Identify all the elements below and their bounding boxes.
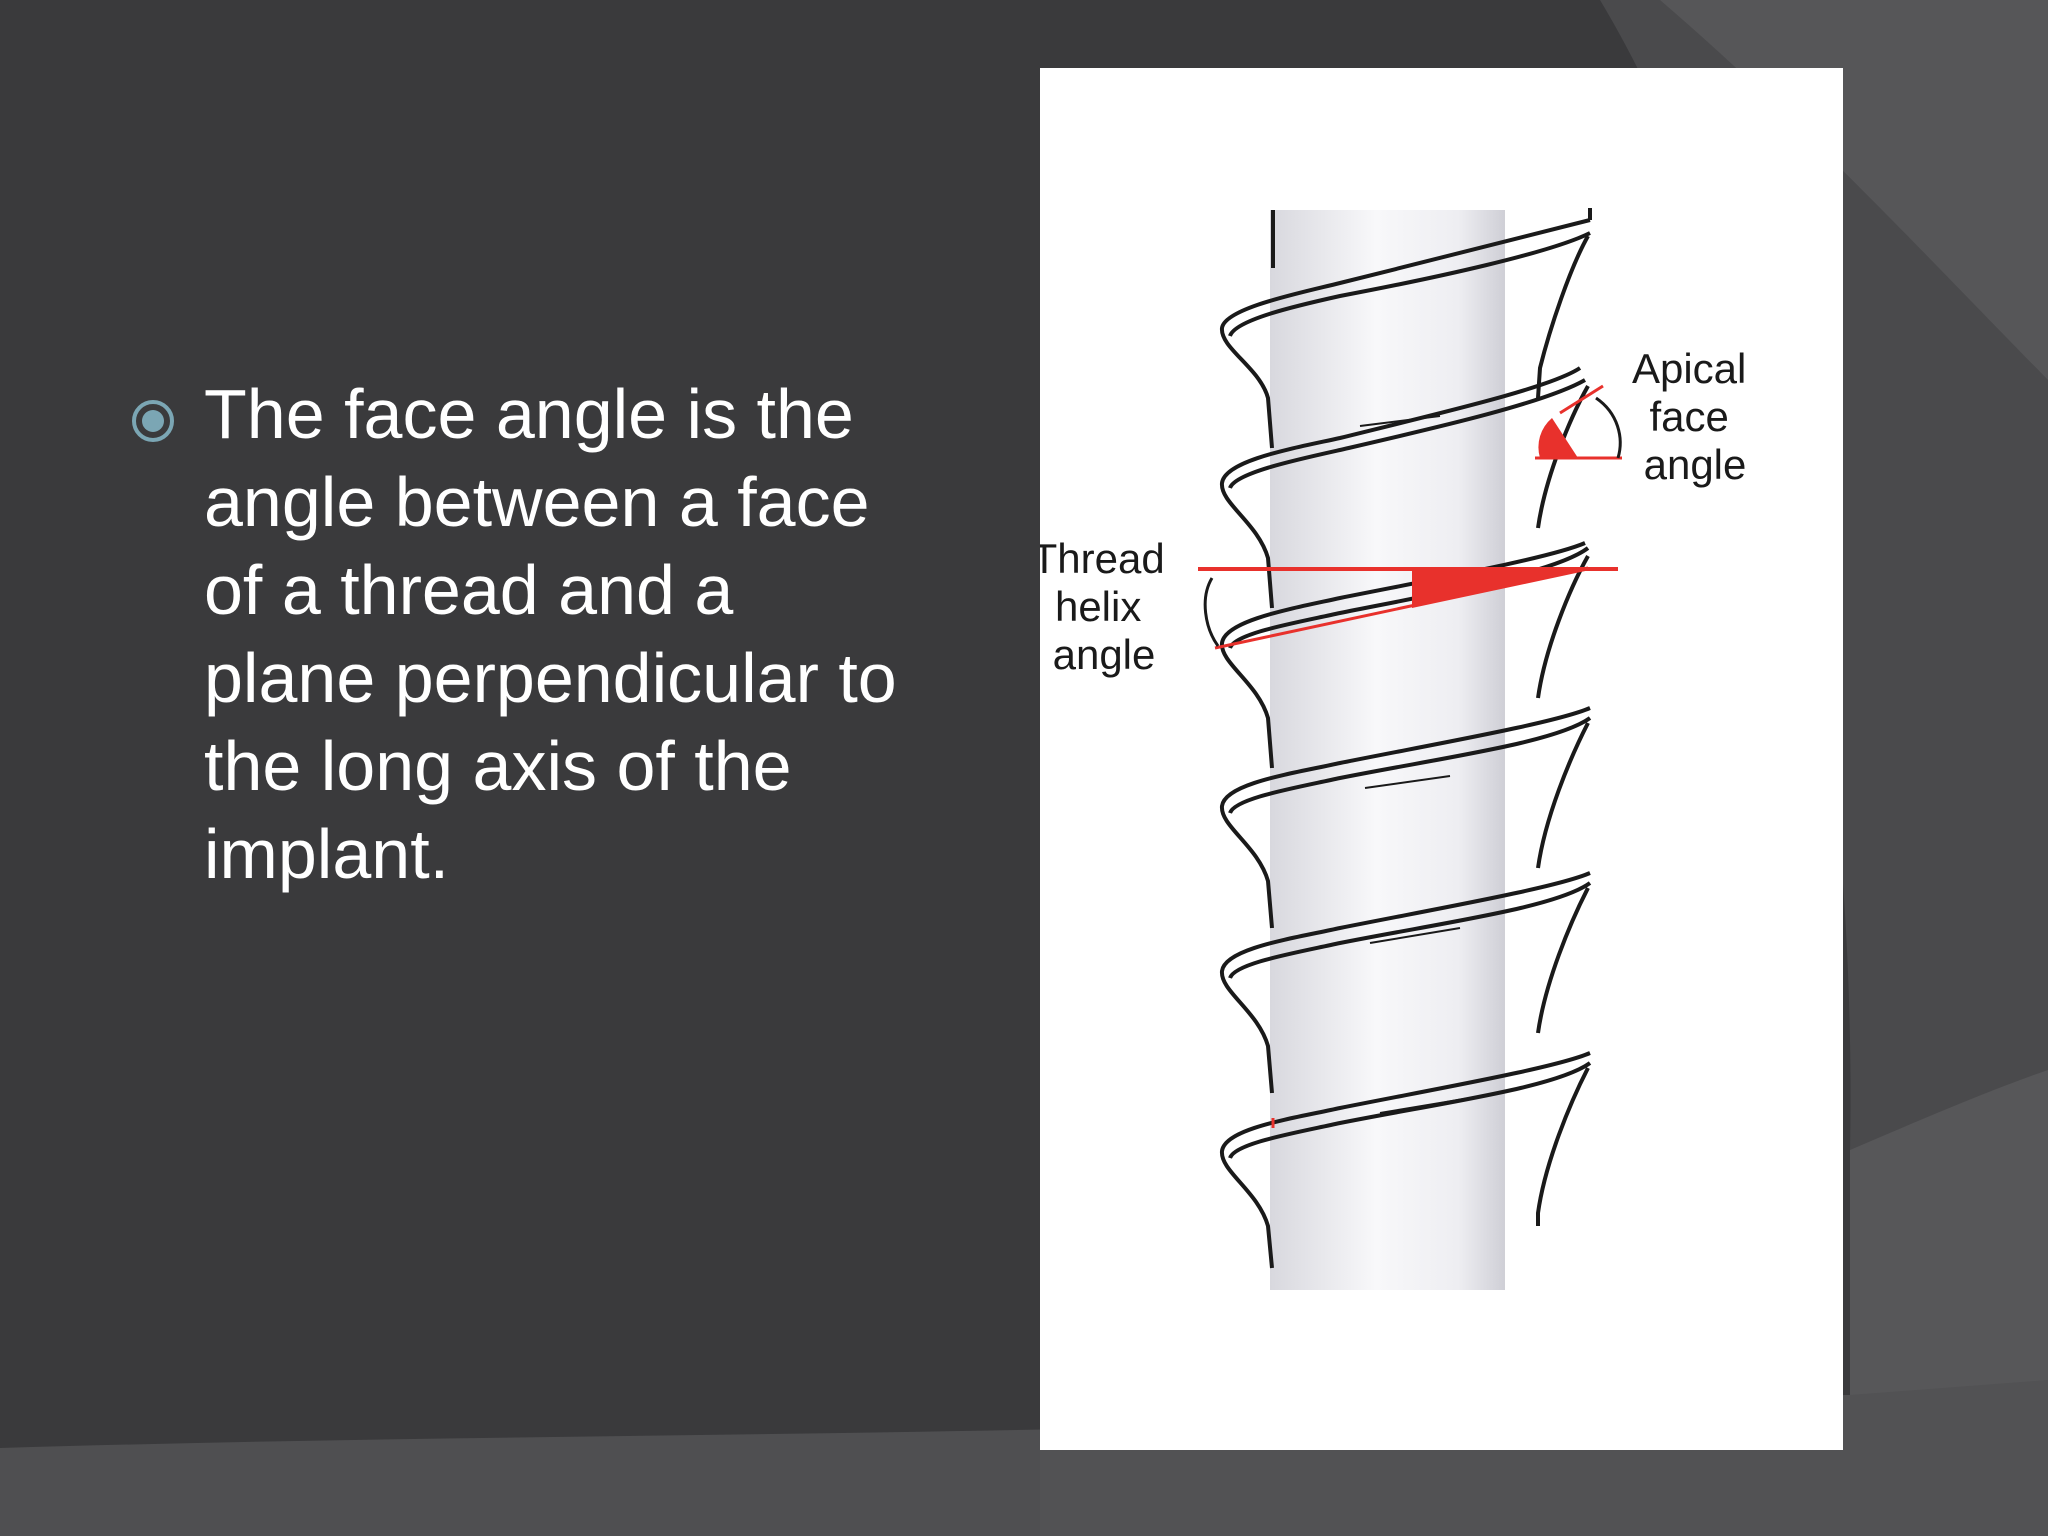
bullet-item: The face angle is the angle between a fa… — [130, 370, 910, 898]
apical-face-angle-label: Apical face angle — [1632, 345, 1758, 488]
thread-helix-label: Thread helix angle — [1040, 535, 1176, 678]
implant-diagram: Thread helix angle Apical face angle — [1040, 208, 1758, 1290]
bullet-text: The face angle is the angle between a fa… — [204, 375, 897, 893]
helix-angle-wedge — [1412, 570, 1590, 608]
apical-face-angle-wedge — [1538, 418, 1578, 458]
implant-shaft — [1270, 210, 1505, 1290]
circled-dot-icon — [132, 400, 174, 442]
angle-annotations — [1198, 384, 1622, 1128]
implant-thread-figure: Thread helix angle Apical face angle — [1040, 68, 1843, 1450]
implant-threads — [1220, 208, 1592, 1269]
bullet-list: The face angle is the angle between a fa… — [130, 370, 910, 898]
